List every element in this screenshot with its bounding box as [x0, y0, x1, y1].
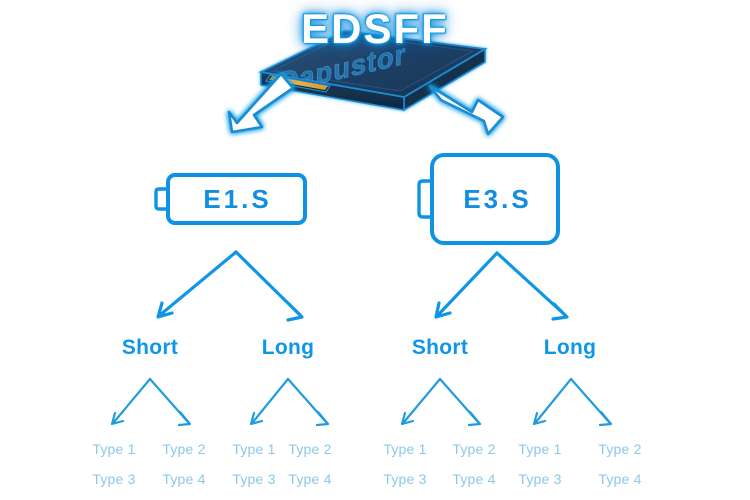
- arrow-4a: [534, 377, 573, 424]
- arrowhead-e1s-long: [286, 302, 304, 322]
- form-factor-label-e1s: E1.S: [203, 184, 272, 214]
- arrows-e1s-long-to-types: [249, 377, 330, 427]
- device-top-inset: [270, 34, 475, 92]
- arrow-e1s-to-short: [158, 250, 238, 317]
- e3s-box-tab: [417, 179, 430, 219]
- arrowhead-1b: [177, 410, 192, 427]
- edsff-ssd-device: Dapustor: [258, 30, 488, 112]
- type-label-e3s-short-2: Type 2: [452, 441, 496, 457]
- form-factor-box-e1s[interactable]: [154, 173, 307, 225]
- arrowhead-e3s-long: [551, 302, 569, 321]
- type-label-e1s-long-4: Type 4: [288, 471, 332, 487]
- arrowhead-3a: [400, 411, 415, 426]
- e3s-box-body: [430, 153, 560, 245]
- type-label-e3s-long-2: Type 2: [598, 441, 642, 457]
- arrows-e3s-long-to-types: [532, 377, 613, 427]
- arrow-2a: [251, 377, 290, 424]
- arrows-e1s-to-lengths: [156, 250, 304, 322]
- arrowhead-4b: [598, 410, 613, 427]
- type-label-e3s-long-3: Type 3: [518, 471, 562, 487]
- length-label-e3s-short: Short: [411, 336, 469, 359]
- arrowhead-2b: [315, 410, 330, 427]
- arrow-e3s-to-short: [436, 251, 499, 317]
- arrow-1a: [112, 377, 152, 424]
- type-label-e1s-long-1: Type 1: [232, 441, 276, 457]
- type-label-e3s-long-4: Type 4: [598, 471, 642, 487]
- arrow-shape-left: [227, 72, 295, 134]
- arrowhead-2a: [249, 411, 264, 426]
- arrow-shape-right: [428, 84, 505, 136]
- e1s-box-body: [166, 173, 307, 225]
- type-label-e1s-short-3: Type 3: [92, 471, 136, 487]
- form-factor-box-e3s[interactable]: [417, 153, 560, 245]
- edsff-title: EDSFF: [301, 5, 449, 52]
- form-factor-label-e3s: E3.S: [463, 184, 532, 214]
- type-label-e1s-long-2: Type 2: [288, 441, 332, 457]
- type-label-e3s-short-3: Type 3: [383, 471, 427, 487]
- arrowhead-e1s-short: [156, 301, 174, 319]
- arrowhead-1a: [110, 411, 125, 426]
- type-label-e3s-short-1: Type 1: [383, 441, 427, 457]
- e1s-box-tab: [154, 187, 166, 211]
- type-label-e1s-short-2: Type 2: [162, 441, 206, 457]
- device-top-face: [258, 30, 488, 98]
- length-label-e1s-long: Long: [261, 336, 315, 359]
- arrowhead-4a: [532, 411, 547, 426]
- arrowhead-3b: [467, 410, 482, 427]
- type-label-e1s-short-4: Type 4: [162, 471, 206, 487]
- arrowhead-e3s-short: [434, 301, 452, 319]
- type-label-e1s-long-3: Type 3: [232, 471, 276, 487]
- type-label-e1s-short-1: Type 1: [92, 441, 136, 457]
- length-label-e3s-long: Long: [543, 336, 597, 359]
- arrows-e3s-short-to-types: [400, 377, 482, 427]
- length-label-e1s-short: Short: [121, 336, 179, 359]
- arrow-edsff-to-e3s: [428, 84, 505, 136]
- type-label-e3s-long-1: Type 1: [518, 441, 562, 457]
- arrows-e3s-to-lengths: [434, 251, 569, 321]
- arrow-3a: [402, 377, 442, 424]
- type-label-e3s-short-4: Type 4: [452, 471, 496, 487]
- arrow-edsff-to-e1s: [227, 72, 295, 134]
- arrows-e1s-short-to-types: [110, 377, 192, 427]
